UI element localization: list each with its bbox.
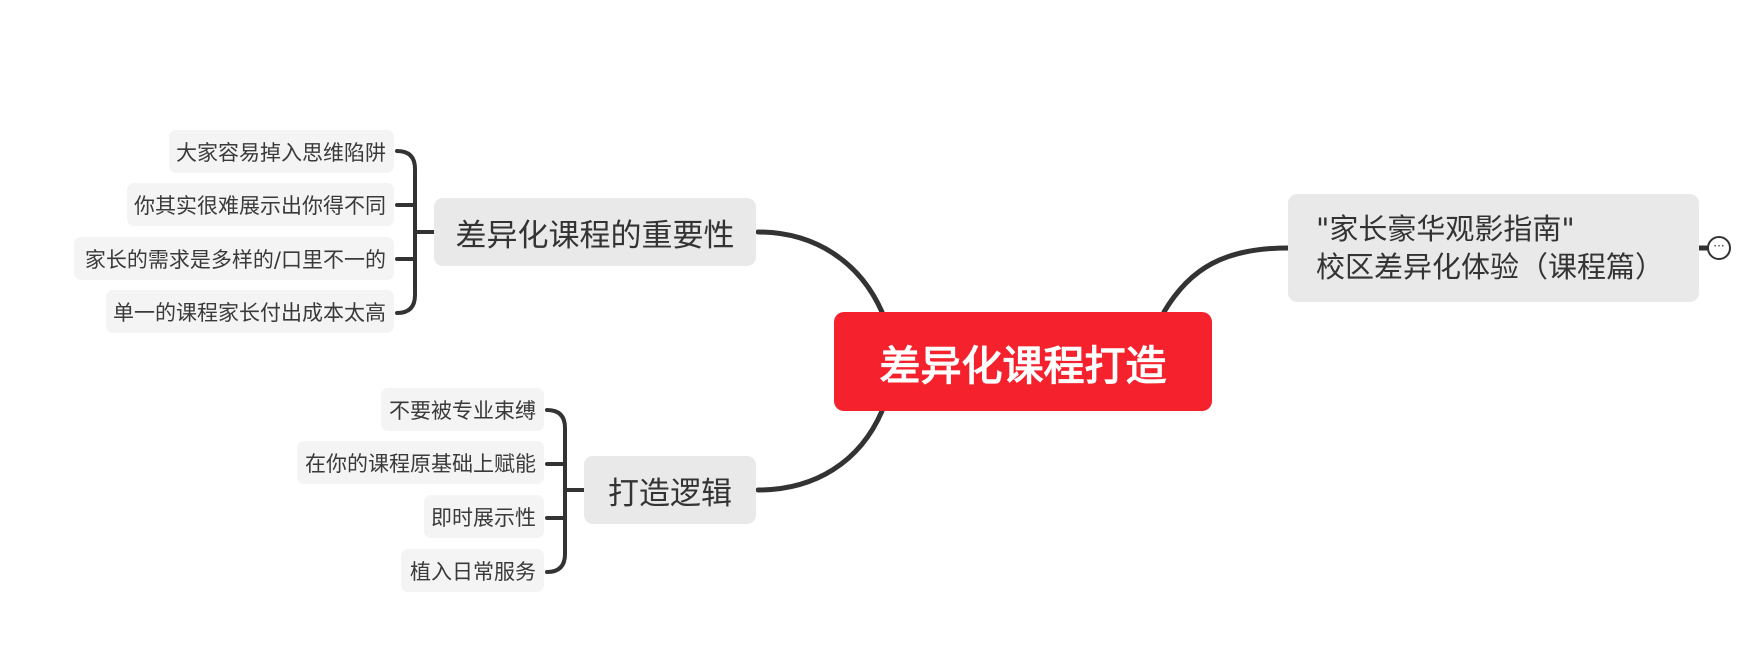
- bracket-logic-ticks: [545, 462, 586, 520]
- subtopic-label: 家长的需求是多样的/口里不一的: [84, 247, 386, 272]
- topic-guide-line-2: 校区差异化体验（课程篇）: [1316, 250, 1665, 284]
- subtopic-importance-3[interactable]: 家长的需求是多样的/口里不一的: [74, 237, 394, 280]
- subtopic-label: 植入日常服务: [410, 559, 536, 584]
- subtopic-label: 你其实很难展示出你得不同: [134, 193, 386, 218]
- connector-root-logic: [755, 408, 885, 493]
- collapse-glyph: ···: [1713, 239, 1725, 253]
- bracket-logic: [545, 408, 567, 574]
- topic-importance-label: 差异化课程的重要性: [455, 217, 735, 254]
- connector-root-guide: [1161, 245, 1291, 315]
- subtopic-logic-1[interactable]: 不要被专业束缚: [381, 388, 544, 431]
- topic-logic[interactable]: 打造逻辑: [584, 456, 756, 524]
- subtopic-label: 在你的课程原基础上赋能: [305, 451, 536, 476]
- subtopic-logic-4[interactable]: 植入日常服务: [401, 549, 544, 592]
- bracket-importance: [395, 149, 417, 315]
- ellipsis-icon[interactable]: ···: [1707, 236, 1731, 260]
- topic-guide[interactable]: "家长豪华观影指南" 校区差异化体验（课程篇）: [1288, 194, 1699, 302]
- subtopic-label: 大家容易掉入思维陷阱: [176, 140, 386, 165]
- topic-guide-line-1: "家长豪华观影指南": [1316, 212, 1575, 246]
- bracket-importance-ticks: [395, 203, 436, 261]
- subtopic-importance-1[interactable]: 大家容易掉入思维陷阱: [169, 130, 394, 173]
- subtopic-importance-2[interactable]: 你其实很难展示出你得不同: [127, 183, 394, 226]
- subtopic-label: 单一的课程家长付出成本太高: [113, 300, 386, 325]
- subtopic-label: 即时展示性: [431, 505, 536, 530]
- root-topic-label: 差异化课程打造: [879, 341, 1167, 390]
- subtopic-label: 不要被专业束缚: [389, 398, 536, 423]
- topic-logic-label: 打造逻辑: [608, 475, 732, 512]
- subtopic-logic-2[interactable]: 在你的课程原基础上赋能: [297, 441, 544, 484]
- topic-importance[interactable]: 差异化课程的重要性: [434, 198, 756, 266]
- subtopic-importance-4[interactable]: 单一的课程家长付出成本太高: [106, 290, 394, 333]
- root-topic[interactable]: 差异化课程打造: [834, 312, 1212, 411]
- subtopic-logic-3[interactable]: 即时展示性: [424, 495, 544, 538]
- connector-root-importance: [755, 229, 885, 315]
